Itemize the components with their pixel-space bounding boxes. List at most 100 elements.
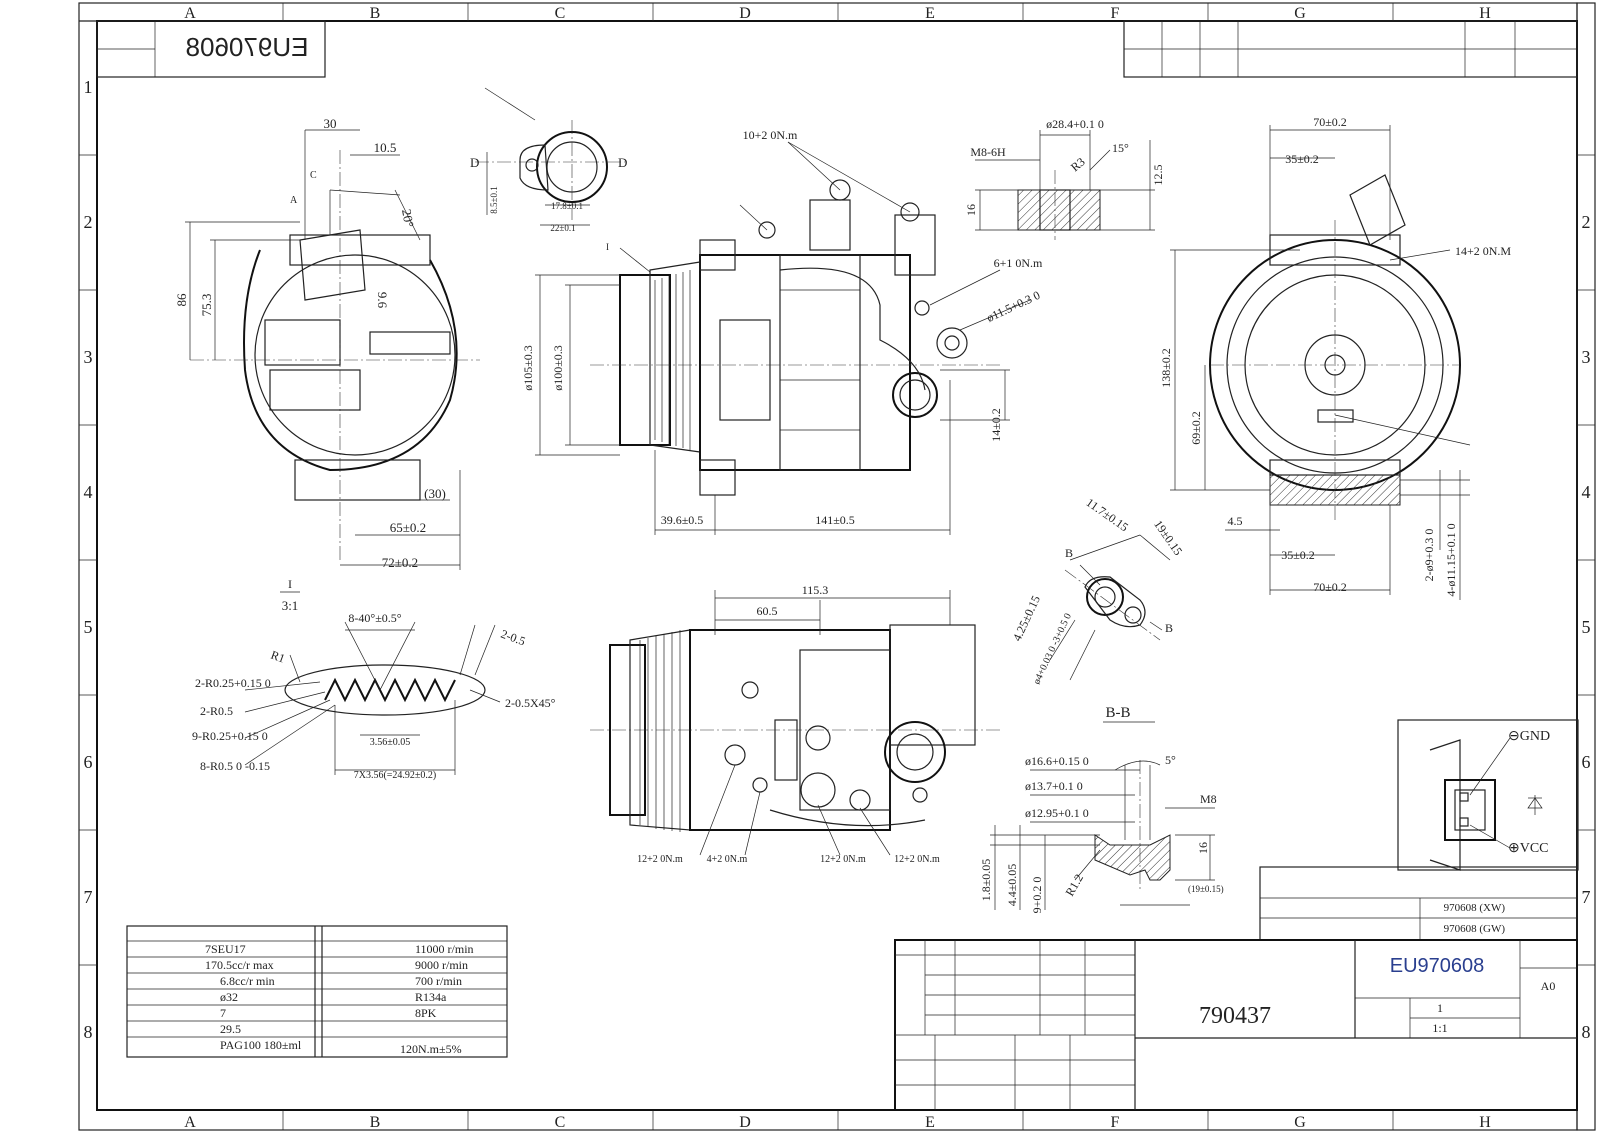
dim-label: ø105±0.3 [521,345,535,391]
dim-label: 8.5±0.1 [489,186,499,213]
dim-label: 7X3.56(=24.92±0.2) [354,770,437,781]
col-label: C [555,5,566,22]
dim-label: R3 [1068,155,1088,175]
dim-label: 70±0.2 [1313,115,1347,129]
row-labels-left: 1 2 3 4 5 6 7 8 [84,77,93,1042]
dim-label: 17.8±0.1 [551,201,583,211]
section-title: B-B [1105,705,1130,721]
vcc-label: ⊕VCC [1508,841,1549,856]
spec-cell: 7SEU17 [205,942,246,956]
col-label: C [555,1114,566,1131]
spec-cell: 8PK [415,1006,437,1020]
gnd-label: ⊖GND [1508,729,1550,744]
dim-label: 14±0.2 [989,408,1003,442]
dim-label: R1.2 [1062,872,1086,899]
dim-label: R1 [269,648,287,666]
spec-cell: ø32 [220,990,238,1004]
row-label: 2 [84,212,93,232]
dim-label: ø12.95+0.1 0 [1025,806,1089,820]
row-label: 3 [84,347,93,367]
sheet-number: 1 [1437,1001,1443,1015]
dim-label: 1.8±0.05 [979,859,993,902]
dim-label: 4.5 [1228,514,1243,528]
row-label: 3 [1582,347,1591,367]
dim-label: M8 [1200,792,1217,806]
detail-title: I [288,577,292,591]
spec-cell: 29.5 [220,1022,241,1036]
row-label: 8 [1582,1022,1591,1042]
torque-label: 14+2 0N.M [1455,244,1511,258]
torque-label: 12+2 0N.m [637,854,683,865]
dim-label: ø16.6+0.15 0 [1025,754,1089,768]
dim-label: 12.5 [1151,165,1165,186]
dim-label: 2-0.5X45° [505,696,556,710]
dim-label: 75.3 [199,294,214,317]
left-side-view [185,129,480,570]
dim-label: ø28.4+0.1 0 [1046,117,1104,131]
col-label: E [925,1114,935,1131]
dim-label: 11.7±0.15 [1084,495,1131,534]
dim-label: 19±0.15 [1151,517,1185,557]
dim-label: ø100±0.3 [551,345,565,391]
dim-label: 60.5 [757,604,778,618]
top-port-detail: D D 8.5±0.1 17.8±0.1 22±0.1 [470,87,627,233]
dim-label: 20° [399,208,417,229]
torque-label: 4+2 0N.m [707,854,748,865]
section-mark: D [618,155,627,170]
dim-label: 2-ø9+0.3 0 [1422,529,1436,582]
drawing-number: EU970608 [1390,955,1485,977]
col-label: B [370,1114,381,1131]
dim-label: 8-R0.5 0 -0.15 [200,759,270,773]
dim-label: ø11.5+0.3 0 [984,288,1042,325]
row-label: 4 [1582,482,1591,502]
row-label: 2 [1582,212,1591,232]
letter-label: C [310,170,317,181]
dim-label: 86 [174,293,189,307]
dim-label: 141±0.5 [815,513,855,527]
detail-mark: I [606,242,609,252]
center-main-view [535,141,1031,535]
right-view-dims: 14+2 0N.M 70±0.2 35±0.2 138±0.2 69±0.2 4… [1159,115,1511,597]
model-label: 970608 (GW) [1444,923,1506,935]
part-number: 790437 [1199,1003,1271,1029]
section-bb [990,721,1215,910]
col-label: H [1479,5,1491,22]
row-label: 6 [1582,752,1591,772]
spec-cell: 7 [220,1006,226,1020]
title-block-text: 970608 (XW) 970608 (GW) 790437 EU970608 … [1199,902,1555,1035]
dim-label: 9-R0.25+0.15 0 [192,729,268,743]
dim-label: 4-ø11.15+0.1 0 [1444,523,1458,596]
top-left-code-box: EU970608 [96,20,326,78]
col-label: B [370,5,381,22]
col-label: D [739,1114,751,1131]
dim-label: 69±0.2 [1189,411,1203,445]
dim-label: (19±0.15) [1188,884,1224,894]
port-b-detail [1049,534,1171,681]
dim-label: 9.6 [375,292,390,309]
dim-label: 35±0.2 [1281,548,1315,562]
col-label: E [925,5,935,22]
spec-cell: 9000 r/min [415,958,468,972]
torque-label: 12+2 0N.m [820,854,866,865]
row-label: 4 [84,482,93,502]
section-mark: B [1165,621,1173,635]
dim-label: ø13.7+0.1 0 [1025,779,1083,793]
spec-table-text: 7SEU17 170.5cc/r max 6.8cc/r min ø32 7 2… [205,942,474,1056]
bottom-view-dims: 115.3 60.5 12+2 0N.m 4+2 0N.m 12+2 0N.m … [637,583,940,865]
dim-label: 65±0.2 [390,520,426,535]
row-label: 1 [84,77,93,97]
torque-label: 10+2 0N.m [743,128,798,142]
bottom-view [590,590,1000,856]
dim-label: 4.4±0.05 [1005,864,1019,907]
row-labels-right: 2 3 4 5 6 7 8 [1582,212,1591,1042]
thread-detail [975,130,1155,240]
groove-detail-dims: I 3:1 8-40°±0.5° 2-0.5 R1 2-R0.25+0.15 0… [192,577,556,781]
dim-label: 8-40°±0.5° [348,611,401,625]
dim-label: 5° [1165,753,1176,767]
spec-cell: R134a [415,990,447,1004]
col-label: A [184,5,196,22]
dim-label: 30 [324,116,337,131]
col-label: F [1111,1114,1120,1131]
dim-label: 4.25±0.15 [1010,593,1043,643]
